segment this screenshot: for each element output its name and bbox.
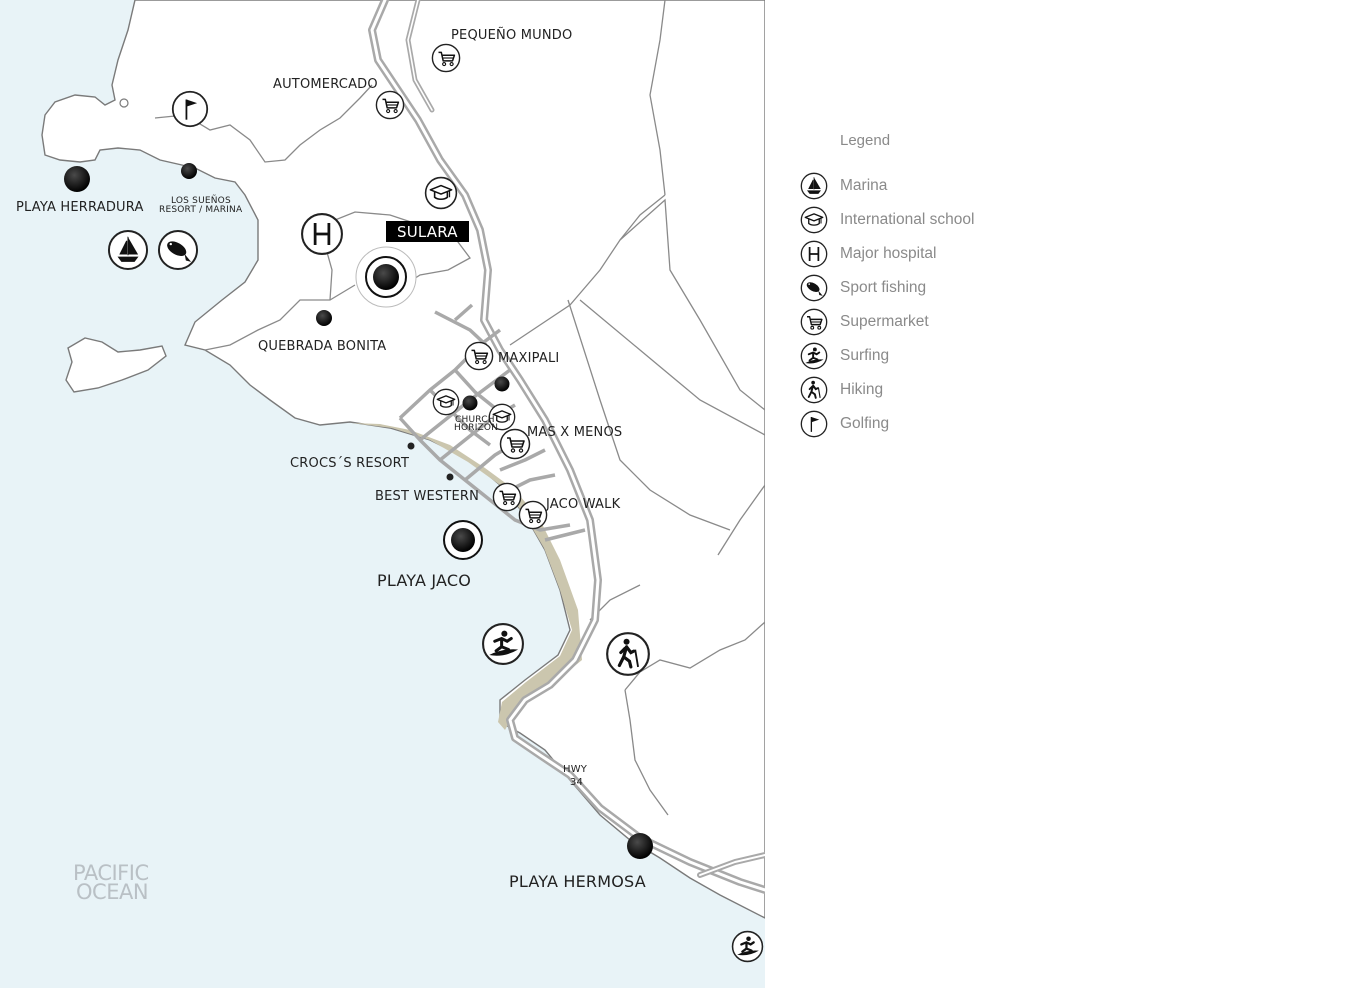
- legend-item-hiking: Hiking: [800, 373, 1060, 407]
- legend-label: Surfing: [840, 347, 890, 364]
- label-los-suenos: LOS SUEÑOS: [171, 195, 231, 206]
- label-crocs-resort: CROCS´S RESORT: [290, 456, 409, 471]
- label-playa-jaco: PLAYA JACO: [377, 571, 471, 590]
- sulara-marker[interactable]: [355, 246, 417, 308]
- legend-item-marina: Marina: [800, 169, 1060, 203]
- hospital-icon: [800, 240, 828, 268]
- fishing-icon[interactable]: [157, 229, 199, 271]
- label-mas-x-menos: MAS X MENOS: [527, 425, 622, 440]
- marina-icon: [800, 172, 828, 200]
- school-icon: [800, 206, 828, 234]
- label-hwy: HWY: [563, 764, 588, 775]
- label-hwy-number: 34: [570, 777, 583, 788]
- cart-icon[interactable]: [492, 482, 522, 512]
- school-icon[interactable]: [432, 388, 460, 416]
- sulara-label-box: [386, 221, 469, 242]
- cart-icon[interactable]: [375, 90, 405, 120]
- legend-label: International school: [840, 211, 975, 228]
- hiking-icon: [800, 376, 828, 404]
- legend-label: Golfing: [840, 415, 890, 432]
- label-horizon: HORIZON: [454, 423, 498, 433]
- label-playa-herradura: PLAYA HERRADURA: [16, 200, 144, 215]
- hiking-icon[interactable]: [605, 631, 651, 677]
- legend-label: Hiking: [840, 381, 884, 398]
- legend-label: Major hospital: [840, 245, 937, 262]
- label-maxipali: MAXIPALI: [498, 351, 559, 366]
- cart-icon[interactable]: [464, 341, 494, 371]
- surfing-icon[interactable]: [731, 930, 764, 963]
- los-suenos-dot[interactable]: [181, 163, 197, 179]
- best-western-dot[interactable]: [446, 473, 454, 481]
- cart-icon[interactable]: [518, 500, 548, 530]
- label-sulara: SULARA: [397, 223, 458, 241]
- legend-label: Marina: [840, 177, 888, 194]
- crocs-resort-dot[interactable]: [407, 442, 415, 450]
- maxipali-dot[interactable]: [494, 376, 510, 392]
- legend-item-hospital: Major hospital: [800, 237, 1060, 271]
- label-pequeno-mundo: PEQUEÑO MUNDO: [451, 27, 572, 43]
- legend-label: Sport fishing: [840, 279, 927, 296]
- label-church: CHURCH: [455, 415, 495, 425]
- hospital-icon[interactable]: [300, 212, 344, 256]
- marina-icon[interactable]: [107, 229, 149, 271]
- cart-icon: [800, 308, 828, 336]
- poi-dots: [64, 163, 653, 859]
- cart-icon[interactable]: [499, 428, 531, 460]
- label-ocean: OCEAN: [76, 880, 148, 904]
- cart-icon[interactable]: [431, 43, 461, 73]
- area-map: PEQUEÑO MUNDO AUTOMERCADO PLAYA HERRADUR…: [0, 0, 765, 988]
- legend-item-golfing: Golfing: [800, 407, 1060, 441]
- legend-title: Legend: [840, 132, 891, 149]
- label-jaco-walk: JACO WALK: [545, 497, 621, 512]
- label-best-western: BEST WESTERN: [375, 489, 479, 504]
- golf-icon[interactable]: [171, 90, 209, 128]
- playa-hermosa-dot[interactable]: [627, 833, 653, 859]
- label-pacific: PACIFIC: [73, 861, 149, 885]
- label-playa-hermosa: PLAYA HERMOSA: [509, 872, 646, 891]
- quebrada-bonita-dot[interactable]: [316, 310, 332, 326]
- legend-item-school: International school: [800, 203, 1060, 237]
- label-quebrada-bonita: QUEBRADA BONITA: [258, 339, 386, 354]
- highway-34: [368, 0, 765, 894]
- legend-item-supermarket: Supermarket: [800, 305, 1060, 339]
- fishing-icon: [800, 274, 828, 302]
- minor-roads: [154, 0, 765, 816]
- golf-icon: [800, 410, 828, 438]
- surfing-icon: [800, 342, 828, 370]
- label-resort-marina: RESORT / MARINA: [159, 205, 243, 215]
- surfing-icon[interactable]: [481, 622, 525, 666]
- island: [65, 337, 167, 393]
- church-dot[interactable]: [462, 395, 478, 411]
- school-icon[interactable]: [424, 176, 458, 210]
- legend-item-fishing: Sport fishing: [800, 271, 1060, 305]
- map-legend: Legend Marina International school Major…: [800, 132, 1060, 441]
- map-labels: PEQUEÑO MUNDO AUTOMERCADO PLAYA HERRADUR…: [16, 27, 646, 904]
- playa-herradura-dot[interactable]: [64, 166, 90, 192]
- legend-item-surfing: Surfing: [800, 339, 1060, 373]
- label-automercado: AUTOMERCADO: [273, 77, 378, 92]
- legend-label: Supermarket: [840, 313, 929, 330]
